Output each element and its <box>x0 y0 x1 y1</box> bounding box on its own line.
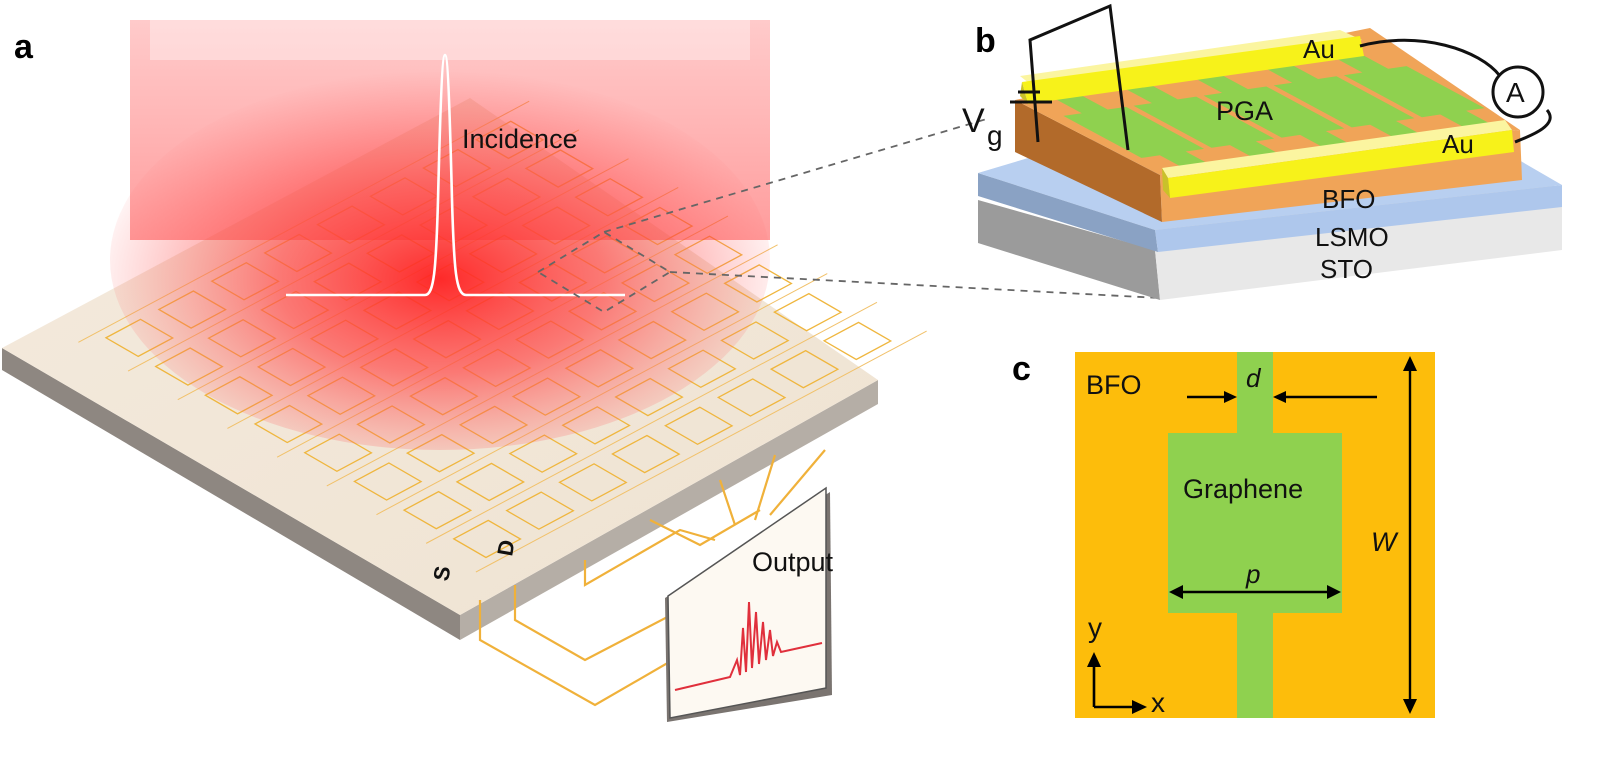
transistor-cell <box>716 378 787 417</box>
pga-label: PGA <box>1216 96 1273 126</box>
sto-label: STO <box>1320 254 1373 284</box>
d-dimension-arrows <box>1187 391 1377 403</box>
panel-c-label: c <box>1012 350 1031 388</box>
transistor-cell <box>769 349 840 389</box>
panel-a: a Incidence <box>2 20 1161 722</box>
axis-y-label: y <box>1088 612 1102 643</box>
d-label: d <box>1246 363 1262 393</box>
substrate-side-face <box>460 380 878 640</box>
ammeter-circuit <box>1359 38 1552 144</box>
transistor-cell <box>303 433 373 473</box>
bfo-label-c: BFO <box>1086 370 1142 400</box>
graphene-label: Graphene <box>1183 474 1303 504</box>
w-dimension-arrow <box>1403 356 1417 714</box>
transistor-cell <box>452 519 522 559</box>
substrate-front-face <box>2 348 460 640</box>
au-electrode-bottom <box>1162 120 1514 198</box>
incidence-pulse-curve <box>286 53 625 297</box>
xy-axes-icon <box>1087 652 1147 714</box>
graphene-unit <box>1196 75 1352 149</box>
transistor-cell <box>353 462 423 501</box>
zoom-region-marker <box>536 117 1161 314</box>
w-label: W <box>1371 527 1399 557</box>
lsmo-label: LSMO <box>1315 222 1389 252</box>
transistor-cell <box>455 462 526 502</box>
patterned-graphene-array <box>1055 54 1493 170</box>
au-top-label: Au <box>1303 34 1335 64</box>
panel-b: b <box>962 3 1562 300</box>
graphene-unit <box>1336 54 1493 129</box>
axis-x-label: x <box>1151 687 1165 718</box>
output-display <box>665 486 832 722</box>
graphene-unit <box>1266 64 1423 139</box>
ammeter-label: A <box>1506 77 1525 108</box>
transistor-cell <box>664 406 734 446</box>
graphene-unit <box>1125 85 1282 160</box>
gate-voltage-g: g <box>987 120 1003 151</box>
transistor-cell <box>505 491 575 530</box>
panel-b-label: b <box>975 22 996 60</box>
panel-a-label: a <box>14 28 34 66</box>
transistor-cell <box>822 321 893 361</box>
transistor-cell <box>611 434 681 474</box>
incidence-label: Incidence <box>462 124 578 154</box>
bfo-label-b: BFO <box>1322 184 1375 214</box>
drain-label: D <box>492 538 519 558</box>
p-dimension-arrow <box>1169 585 1341 599</box>
output-signal-curve <box>674 601 823 691</box>
bus-line <box>425 301 878 544</box>
p-label: p <box>1245 559 1260 589</box>
transistor-cell <box>773 292 843 332</box>
transistor-cell <box>558 463 628 502</box>
output-label: Output <box>752 547 834 577</box>
source-label: S <box>428 564 455 583</box>
graphene-patch <box>1168 433 1342 613</box>
graphene-unit <box>1055 95 1212 170</box>
panel-c: c BFO Graphene d p W <box>1012 350 1435 718</box>
gate-voltage-v: V <box>962 102 985 140</box>
transistor-cell <box>402 490 473 530</box>
au-bottom-label: Au <box>1442 129 1474 159</box>
incident-laser-beam <box>110 20 770 450</box>
ammeter-icon <box>1491 65 1545 119</box>
bus-line <box>475 330 927 573</box>
gate-circuit <box>1010 3 1130 151</box>
